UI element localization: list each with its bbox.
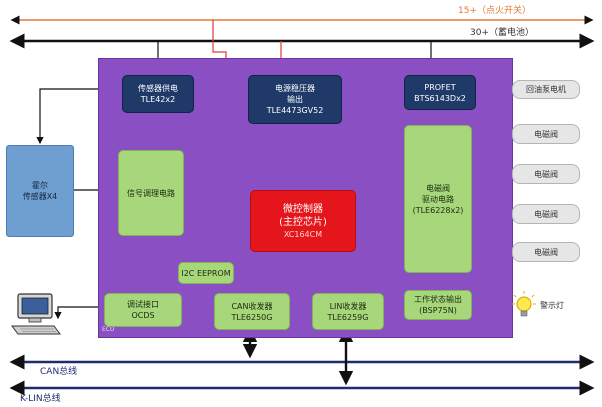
valve-label: 电磁阀 — [534, 247, 558, 257]
board-tag: ECU — [102, 326, 115, 333]
lin-bus-label: K-LIN总线 — [20, 394, 61, 404]
battery-label: 30+（蓄电池） — [470, 28, 534, 38]
lin-transceiver-part: TLE6259G — [327, 312, 369, 322]
valve-block-3: 电磁阀 — [512, 204, 580, 224]
valve-driver-title: 电磁阀 — [426, 183, 450, 193]
valve-driver-part: (TLE6228x2) — [412, 205, 464, 215]
sensor-supply-title: 传感器供电 — [138, 84, 178, 93]
mcu-title: 微控制器 — [283, 203, 323, 215]
pump-motor-label: 回油泵电机 — [526, 85, 566, 94]
lightbulb-icon — [512, 291, 536, 317]
sensor-supply-block: 传感器供电 TLE42x2 — [122, 75, 194, 113]
signal-conditioning-label: 信号调理电路 — [127, 188, 175, 198]
mcu-part: XC164CM — [283, 229, 323, 239]
status-output-block: 工作状态输出 (BSP75N) — [404, 290, 472, 320]
pump-motor-block: 回油泵电机 — [512, 80, 580, 99]
signal-conditioning-block: 信号调理电路 — [118, 150, 184, 236]
sensor-supply-part: TLE42x2 — [140, 95, 176, 104]
can-transceiver-part: TLE6250G — [231, 312, 273, 322]
can-transceiver-block: CAN收发器 TLE6250G — [214, 293, 290, 330]
mcu-block: 微控制器 (主控芯片) XC164CM — [250, 190, 356, 252]
lin-transceiver-block: LIN收发器 TLE6259G — [312, 293, 384, 330]
status-output-part: (BSP75N) — [419, 306, 457, 315]
status-output-title: 工作状态输出 — [414, 295, 462, 304]
debug-part: OCDS — [131, 311, 155, 320]
can-bus-label: CAN总线 — [40, 367, 78, 377]
eeprom-label: I2C EEPROM — [181, 268, 231, 278]
regulator-block: 电源稳压器 输出 TLE4473GV52 — [248, 75, 342, 124]
valve-label: 电磁阀 — [534, 209, 558, 219]
profet-block: PROFET BTS6143Dx2 — [404, 75, 476, 110]
valve-block-1: 电磁阀 — [512, 124, 580, 144]
mcu-subtitle: (主控芯片) — [279, 216, 327, 228]
profet-part: BTS6143Dx2 — [414, 93, 466, 103]
warning-lamp-label: 警示灯 — [540, 301, 564, 310]
valve-driver-subtitle: 驱动电路 — [422, 194, 454, 204]
valve-block-2: 电磁阀 — [512, 164, 580, 184]
debug-interface-block: 调试接口 OCDS — [104, 293, 182, 327]
can-transceiver-title: CAN收发器 — [231, 301, 273, 311]
lin-transceiver-title: LIN收发器 — [329, 301, 367, 311]
valve-driver-block: 电磁阀 驱动电路 (TLE6228x2) — [404, 125, 472, 273]
hall-sensor-block: 霍尔 传感器X4 — [6, 145, 74, 237]
computer-icon — [11, 293, 61, 335]
ignition-label: 15+（点火开关） — [458, 6, 531, 16]
hall-sensor-count: 传感器X4 — [22, 192, 58, 201]
regulator-part: TLE4473GV52 — [266, 106, 324, 115]
regulator-title: 电源稳压器 — [275, 84, 315, 93]
valve-block-4: 电磁阀 — [512, 242, 580, 262]
hall-sensor-title: 霍尔 — [32, 181, 48, 190]
profet-title: PROFET — [424, 82, 456, 92]
debug-title: 调试接口 — [127, 300, 159, 309]
valve-label: 电磁阀 — [534, 129, 558, 139]
regulator-subtitle: 输出 — [287, 95, 303, 104]
eeprom-block: I2C EEPROM — [178, 262, 234, 284]
valve-label: 电磁阀 — [534, 169, 558, 179]
